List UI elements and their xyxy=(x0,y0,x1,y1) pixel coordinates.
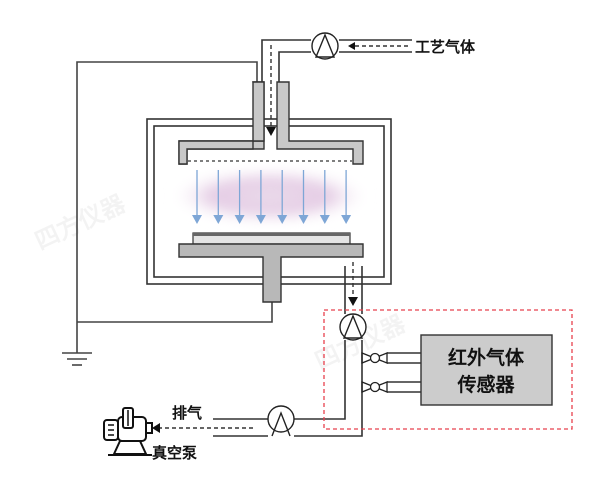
sensor-label-line1: 红外气体 xyxy=(448,346,525,369)
flow-arrows xyxy=(192,170,352,224)
flow-arrow-icon xyxy=(298,215,309,224)
sampling-pump-icon xyxy=(339,313,367,341)
inlet-flow-arrow xyxy=(266,45,276,136)
vacuum-flow-arrow xyxy=(152,423,253,433)
infrared-gas-sensor xyxy=(420,334,553,406)
gas-inflow-arrow xyxy=(348,42,408,50)
sensor-highlight-box xyxy=(323,309,573,430)
valve-icon xyxy=(361,352,388,364)
svg-text:四方仪器: 四方仪器 xyxy=(31,189,131,255)
showerhead-left xyxy=(178,81,265,165)
flow-arrow-icon xyxy=(341,215,352,224)
wafer-top-layer xyxy=(193,233,350,236)
showerhead xyxy=(178,81,265,165)
exhaust-flow-arrow xyxy=(348,262,358,306)
flow-arrow-icon xyxy=(319,215,330,224)
vacuum-pump-icon xyxy=(103,407,153,456)
gas-pump-icon xyxy=(311,32,339,60)
exhaust-pump-icon xyxy=(267,405,295,437)
flow-arrow-icon xyxy=(277,215,288,224)
exhaust-label: 排气 xyxy=(172,404,202,422)
chuck xyxy=(178,243,364,303)
sampling-lines xyxy=(387,352,421,393)
process-gas-label: 工艺气体 xyxy=(415,38,476,56)
sensor-label-line2: 传感器 xyxy=(456,373,515,396)
ground-wire xyxy=(76,61,273,353)
plasma xyxy=(170,168,370,224)
valve-icon xyxy=(361,381,388,393)
showerhead-right xyxy=(276,81,364,165)
flow-arrow-icon xyxy=(213,215,224,224)
ground-icon xyxy=(62,352,92,366)
flow-arrow-icon xyxy=(234,215,245,224)
vacuum-pump-label: 真空泵 xyxy=(152,444,197,462)
flow-arrow-icon xyxy=(192,215,202,224)
exhaust-pipe xyxy=(213,266,363,437)
gas-inlet-pipe xyxy=(261,39,412,82)
flow-arrow-icon xyxy=(255,215,266,224)
